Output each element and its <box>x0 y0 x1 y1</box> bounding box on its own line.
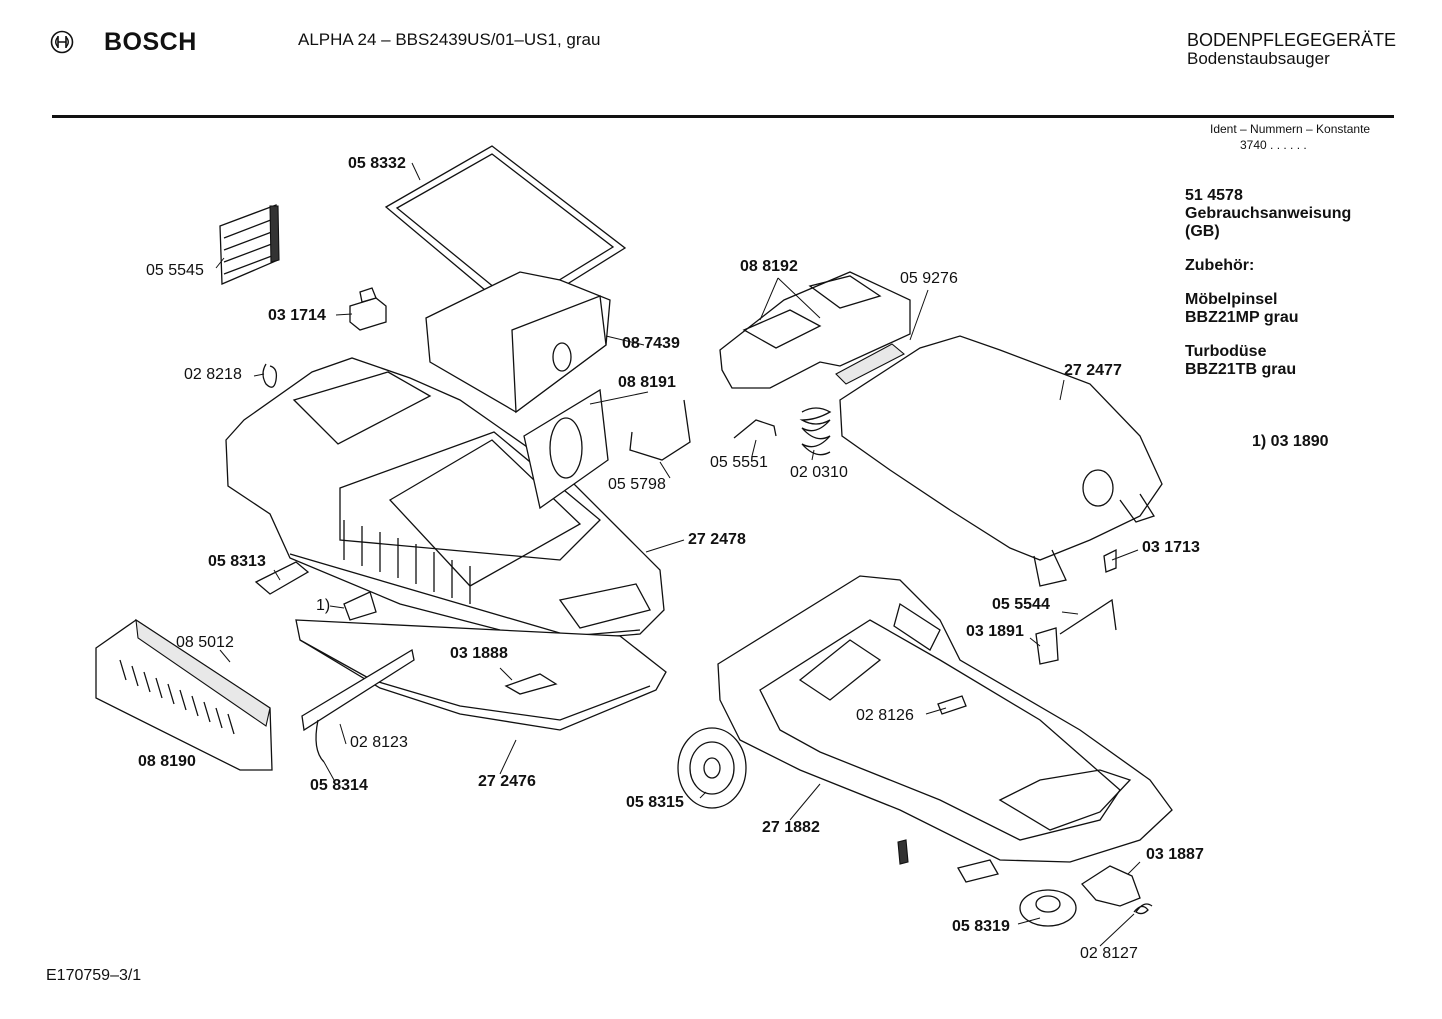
cable-part <box>315 719 325 763</box>
label-271882: 27 1882 <box>762 819 820 836</box>
label-058313: 05 8313 <box>208 553 266 570</box>
switch-part <box>343 591 377 621</box>
label-058332: 05 8332 <box>348 155 406 172</box>
bumper-part <box>295 619 667 731</box>
ident-number: 3740 . . . . . . <box>1240 138 1307 152</box>
label-note-1: 1) <box>316 597 331 614</box>
label-028123: 02 8123 <box>350 734 408 751</box>
accessory-1-name: Möbelpinsel <box>1185 291 1278 308</box>
label-055545: 05 5545 <box>146 262 204 279</box>
wheel-part <box>677 727 747 809</box>
bosch-armature-logo-icon <box>50 30 74 54</box>
wire-clip-part <box>733 419 777 439</box>
label-272476: 27 2476 <box>478 773 536 790</box>
label-055544: 05 5544 <box>992 596 1050 613</box>
button-part <box>349 287 387 331</box>
label-059276: 05 9276 <box>900 270 958 287</box>
base-clip-part <box>937 695 967 715</box>
manual-language: (GB) <box>1185 223 1220 240</box>
bag-holder-part <box>523 388 609 510</box>
latch-part <box>1035 627 1059 665</box>
label-088192: 08 8192 <box>740 258 798 275</box>
switch-slider-part <box>254 561 310 595</box>
notes-panel: 51 4578 Gebrauchsanweisung (GB) Zubehör:… <box>1185 187 1351 379</box>
label-055551: 05 5551 <box>710 454 768 471</box>
category-sub: Bodenstaubsauger <box>1187 49 1330 68</box>
accessories-heading: Zubehör: <box>1185 257 1255 274</box>
document-id: E170759–3/1 <box>46 967 142 984</box>
label-058314: 05 8314 <box>310 777 368 794</box>
label-031888: 03 1888 <box>450 645 508 662</box>
small-spring-part <box>1133 903 1153 915</box>
accessory-2-code: BBZ21TB grau <box>1185 361 1297 378</box>
screw-part <box>897 839 909 865</box>
label-031713: 03 1713 <box>1142 539 1200 556</box>
leader-lines <box>215 162 1141 947</box>
label-031714: 03 1714 <box>268 307 326 324</box>
manual-label: Gebrauchsanweisung <box>1185 205 1352 222</box>
label-085012: 08 5012 <box>176 634 234 651</box>
label-087439: 08 7439 <box>622 335 680 352</box>
label-058319: 05 8319 <box>952 918 1010 935</box>
swivel-foot-part <box>1019 889 1077 927</box>
label-272478: 27 2478 <box>688 531 746 548</box>
ident-caption: Ident – Nummern – Konstante <box>1210 122 1371 136</box>
top-cover-part <box>839 335 1163 587</box>
label-031887: 03 1887 <box>1146 846 1204 863</box>
brand-name: BOSCH <box>104 28 197 56</box>
label-028127: 02 8127 <box>1080 945 1138 962</box>
label-088191: 08 8191 <box>618 374 676 391</box>
base-chassis-part <box>717 575 1173 863</box>
spring-wire-part <box>629 399 691 461</box>
clip-part <box>262 363 278 388</box>
label-028126: 02 8126 <box>856 707 914 724</box>
accessory-2-name: Turbodüse <box>1185 343 1267 360</box>
label-031891: 03 1891 <box>966 623 1024 640</box>
plate-part <box>957 859 999 883</box>
circuit-part <box>301 648 415 732</box>
label-272477: 27 2477 <box>1064 362 1122 379</box>
carry-handle-part <box>719 271 911 389</box>
rear-latch-part <box>1081 865 1141 907</box>
bag-frame-part <box>384 145 627 317</box>
model-title: ALPHA 24 – BBS2439US/01–US1, grau <box>298 30 601 49</box>
grille-part <box>219 204 280 285</box>
label-020310: 02 0310 <box>790 464 848 481</box>
slide-part <box>504 673 558 695</box>
cover-clip-part <box>1103 548 1117 573</box>
dust-bag-part <box>425 271 611 414</box>
accessory-1-code: BBZ21MP grau <box>1185 309 1299 326</box>
label-028218: 02 8218 <box>184 366 242 383</box>
front-grille-part <box>95 618 273 771</box>
label-058315: 05 8315 <box>626 794 684 811</box>
footnote: 1) 03 1890 <box>1252 433 1329 450</box>
manual-number: 51 4578 <box>1185 187 1243 204</box>
category-main: BODENPFLEGEGERÄTE <box>1187 30 1397 50</box>
label-088190: 08 8190 <box>138 753 196 770</box>
latch-wire-part <box>1059 598 1117 635</box>
label-055798: 05 5798 <box>608 476 666 493</box>
spring-part <box>799 407 832 456</box>
header-divider <box>52 115 1394 118</box>
